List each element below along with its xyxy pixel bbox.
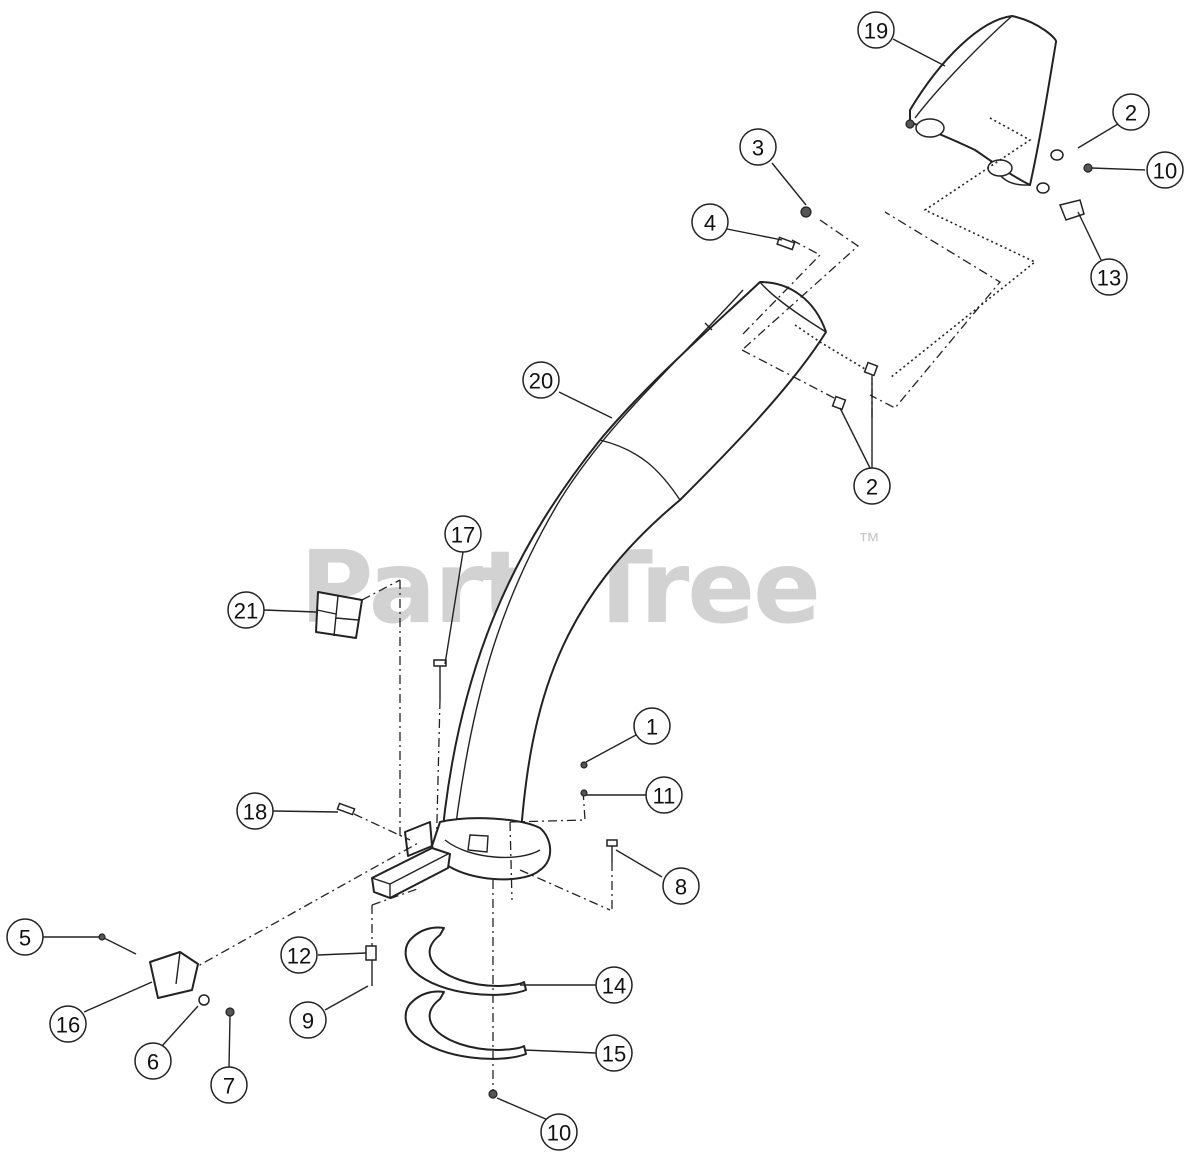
hardware-lower: [98, 887, 421, 1017]
hardware-upper: [776, 149, 1093, 411]
discharge-chute: [439, 281, 827, 861]
svg-text:4: 4: [704, 211, 716, 236]
svg-text:10: 10: [1153, 159, 1177, 184]
callout-2-upper[interactable]: 2: [1112, 93, 1150, 131]
callout-21[interactable]: 21: [227, 591, 265, 629]
svg-text:17: 17: [451, 523, 475, 548]
callout-1[interactable]: 1: [633, 707, 671, 745]
callout-4[interactable]: 4: [691, 203, 729, 241]
svg-text:21: 21: [234, 599, 258, 624]
callout-3[interactable]: 3: [739, 128, 777, 166]
callout-9[interactable]: 9: [289, 1001, 327, 1039]
callout-15[interactable]: 15: [595, 1034, 633, 1072]
svg-text:18: 18: [243, 800, 267, 825]
callout-19[interactable]: 19: [857, 11, 895, 49]
svg-text:1: 1: [646, 715, 658, 740]
svg-text:8: 8: [675, 875, 687, 900]
svg-text:12: 12: [287, 944, 311, 969]
callout-6[interactable]: 6: [134, 1042, 172, 1080]
callout-10-upper[interactable]: 10: [1146, 151, 1184, 189]
handle-bracket: [154, 802, 451, 991]
decal-label: [315, 579, 401, 840]
callout-17[interactable]: 17: [444, 515, 482, 553]
callout-8[interactable]: 8: [662, 867, 700, 905]
callout-7[interactable]: 7: [210, 1066, 248, 1104]
callout-12[interactable]: 12: [280, 936, 318, 974]
callout-16[interactable]: 16: [49, 1005, 87, 1043]
callout-20[interactable]: 20: [522, 361, 560, 399]
svg-text:3: 3: [752, 136, 764, 161]
svg-text:5: 5: [19, 926, 31, 951]
arc-plates: [404, 880, 527, 1099]
svg-text:2: 2: [1125, 101, 1137, 126]
svg-text:7: 7: [223, 1074, 235, 1099]
leader-lines: [43, 38, 1146, 1121]
svg-text:16: 16: [56, 1013, 80, 1038]
svg-text:6: 6: [147, 1050, 159, 1075]
svg-text:14: 14: [602, 974, 626, 999]
deflector: [905, 15, 1058, 186]
callout-10-lower[interactable]: 10: [540, 1113, 578, 1151]
svg-text:20: 20: [529, 369, 553, 394]
svg-text:11: 11: [653, 784, 676, 809]
callout-11[interactable]: 11: [645, 776, 683, 814]
callout-18[interactable]: 18: [236, 792, 274, 830]
svg-text:10: 10: [547, 1121, 571, 1146]
svg-text:9: 9: [302, 1009, 314, 1034]
svg-text:13: 13: [1097, 266, 1121, 291]
callout-13[interactable]: 13: [1090, 258, 1128, 296]
svg-text:15: 15: [602, 1042, 626, 1067]
watermark-trademark: ™: [858, 528, 880, 553]
callout-2-lower[interactable]: 2: [853, 467, 891, 505]
svg-text:2: 2: [866, 475, 878, 500]
svg-text:19: 19: [864, 19, 888, 44]
chute-base: [431, 761, 618, 911]
callouts: 19 2 10 3 4 13 20 2 17 21 1 11 18 8 5 12…: [6, 11, 1184, 1151]
callout-5[interactable]: 5: [6, 918, 44, 956]
callout-14[interactable]: 14: [595, 966, 633, 1004]
